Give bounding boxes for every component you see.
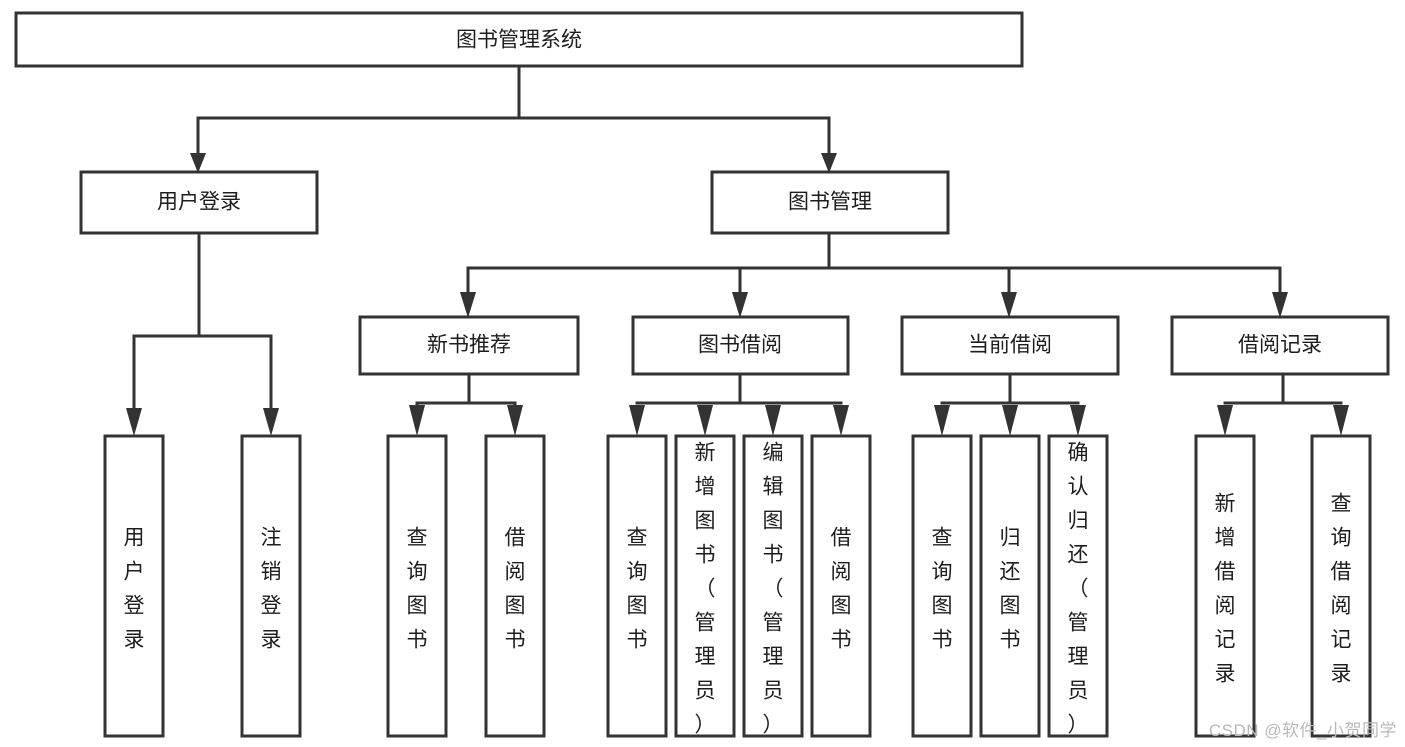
node-new-book-rec[interactable]: 新书推荐 bbox=[358, 315, 580, 376]
node-root-box[interactable] bbox=[14, 11, 1024, 68]
arrow-head-leaf-query-record bbox=[1333, 405, 1349, 436]
connector-group-current-borrow-to-leaves bbox=[934, 372, 1086, 436]
leaf-borrow-book-2-box[interactable] bbox=[810, 434, 872, 738]
arrow-head-leaf-add-book bbox=[697, 405, 713, 436]
leaf-return-book[interactable]: 归还图书 bbox=[979, 434, 1041, 738]
node-book-mgmt[interactable]: 图书管理 bbox=[710, 170, 950, 235]
node-borrow-record-box[interactable] bbox=[1170, 315, 1390, 376]
arrow-head-leaf-query-book-3 bbox=[934, 405, 950, 436]
leaf-query-book-3-box[interactable] bbox=[911, 434, 973, 738]
arrow-head-leaf-borrow-book-1 bbox=[507, 405, 523, 436]
leaf-borrow-book-1-box[interactable] bbox=[484, 434, 546, 738]
leaf-add-record-box[interactable] bbox=[1194, 434, 1256, 738]
leaf-node-layer: 用户登录 注销登录 查询图书 借阅图书 查询图书 新增图书（管理员） 编辑图书（管理员） 借阅… bbox=[103, 434, 1372, 738]
leaf-confirm-return-label: 确认归还（管理员） bbox=[1068, 442, 1089, 737]
leaf-query-book-2-label: 查询图书 bbox=[627, 527, 648, 652]
leaf-edit-book[interactable]: 编辑图书（管理员） bbox=[742, 434, 804, 738]
leaf-user-login-label: 用户登录 bbox=[124, 527, 145, 652]
arrow-head-current-borrow bbox=[1001, 292, 1017, 318]
arrow-head-book-mgmt bbox=[821, 153, 837, 173]
leaf-return-book-box[interactable] bbox=[979, 434, 1041, 738]
node-current-borrow-label: 当前借阅 bbox=[968, 334, 1052, 357]
leaf-user-login-box[interactable] bbox=[103, 434, 165, 738]
leaf-query-book-2[interactable]: 查询图书 bbox=[606, 434, 668, 738]
node-book-borrow-label: 图书借阅 bbox=[698, 334, 782, 357]
node-book-mgmt-box[interactable] bbox=[710, 170, 950, 235]
node-borrow-record[interactable]: 借阅记录 bbox=[1170, 315, 1390, 376]
leaf-query-book-3-label: 查询图书 bbox=[932, 527, 953, 652]
leaf-edit-book-label: 编辑图书（管理员） bbox=[763, 442, 784, 737]
leaf-add-record[interactable]: 新增借阅记录 bbox=[1194, 434, 1256, 738]
node-current-borrow[interactable]: 当前借阅 bbox=[900, 315, 1120, 376]
node-root[interactable]: 图书管理系统 bbox=[14, 11, 1024, 68]
node-user-login-label: 用户登录 bbox=[157, 191, 241, 214]
node-new-book-rec-box[interactable] bbox=[358, 315, 580, 376]
connector-group-borrow-record-to-leaves bbox=[1217, 372, 1349, 436]
leaf-query-book-1-box[interactable] bbox=[386, 434, 448, 738]
leaf-query-book-2-box[interactable] bbox=[606, 434, 668, 738]
leaf-return-book-label: 归还图书 bbox=[1000, 527, 1021, 652]
arrow-head-leaf-user-login bbox=[126, 408, 142, 436]
leaf-borrow-book-1-label: 借阅图书 bbox=[505, 527, 526, 652]
arrow-head-leaf-logout bbox=[263, 408, 279, 436]
leaf-query-record[interactable]: 查询借阅记录 bbox=[1310, 434, 1372, 738]
leaf-borrow-book-2-label: 借阅图书 bbox=[831, 527, 852, 652]
node-borrow-record-label: 借阅记录 bbox=[1238, 334, 1322, 357]
arrow-head-user-login bbox=[190, 153, 206, 173]
leaf-query-book-1[interactable]: 查询图书 bbox=[386, 434, 448, 738]
arrow-head-book-borrow bbox=[732, 292, 748, 318]
leaf-add-book-box[interactable] bbox=[674, 434, 736, 738]
node-new-book-rec-label: 新书推荐 bbox=[427, 334, 511, 357]
node-user-login-box[interactable] bbox=[79, 170, 319, 235]
arrow-head-leaf-query-book-1 bbox=[409, 405, 425, 436]
arrow-head-new-book-rec bbox=[460, 292, 476, 318]
leaf-confirm-return[interactable]: 确认归还（管理员） bbox=[1047, 434, 1109, 738]
leaf-add-record-label: 新增借阅记录 bbox=[1215, 493, 1236, 686]
leaf-logout-label: 注销登录 bbox=[261, 527, 282, 652]
arrow-head-leaf-return-book bbox=[1002, 405, 1018, 436]
leaf-user-login[interactable]: 用户登录 bbox=[103, 434, 165, 738]
arrow-head-leaf-query-book-2 bbox=[629, 405, 645, 436]
connector-group-user-login-to-leaves bbox=[126, 231, 279, 436]
node-book-mgmt-label: 图书管理 bbox=[788, 191, 872, 214]
arrow-head-borrow-record bbox=[1272, 292, 1288, 318]
arrow-head-leaf-add-record bbox=[1217, 405, 1233, 436]
leaf-query-record-label: 查询借阅记录 bbox=[1331, 493, 1352, 686]
leaf-confirm-return-box[interactable] bbox=[1047, 434, 1109, 738]
connector-group-book-borrow-to-leaves bbox=[629, 372, 849, 436]
connector-group-book-mgmt-to-level3 bbox=[460, 231, 1288, 318]
leaf-logout[interactable]: 注销登录 bbox=[240, 434, 302, 738]
node-current-borrow-box[interactable] bbox=[900, 315, 1120, 376]
leaf-query-book-1-label: 查询图书 bbox=[407, 527, 428, 652]
leaf-borrow-book-2[interactable]: 借阅图书 bbox=[810, 434, 872, 738]
node-book-borrow-box[interactable] bbox=[631, 315, 850, 376]
leaf-add-book-label: 新增图书（管理员） bbox=[695, 442, 716, 737]
arrow-head-leaf-borrow-book-2 bbox=[833, 405, 849, 436]
arrow-head-leaf-confirm-return bbox=[1070, 405, 1086, 436]
leaf-query-record-box[interactable] bbox=[1310, 434, 1372, 738]
leaf-edit-book-box[interactable] bbox=[742, 434, 804, 738]
connector-group-root-to-level2 bbox=[190, 64, 837, 173]
leaf-borrow-book-1[interactable]: 借阅图书 bbox=[484, 434, 546, 738]
arrow-head-leaf-edit-book bbox=[765, 405, 781, 436]
connector-group-new-book-rec-to-leaves bbox=[409, 372, 523, 436]
node-book-borrow[interactable]: 图书借阅 bbox=[631, 315, 850, 376]
leaf-query-book-3[interactable]: 查询图书 bbox=[911, 434, 973, 738]
node-user-login[interactable]: 用户登录 bbox=[79, 170, 319, 235]
leaf-logout-box[interactable] bbox=[240, 434, 302, 738]
leaf-add-book[interactable]: 新增图书（管理员） bbox=[674, 434, 736, 738]
node-root-label: 图书管理系统 bbox=[456, 29, 582, 52]
